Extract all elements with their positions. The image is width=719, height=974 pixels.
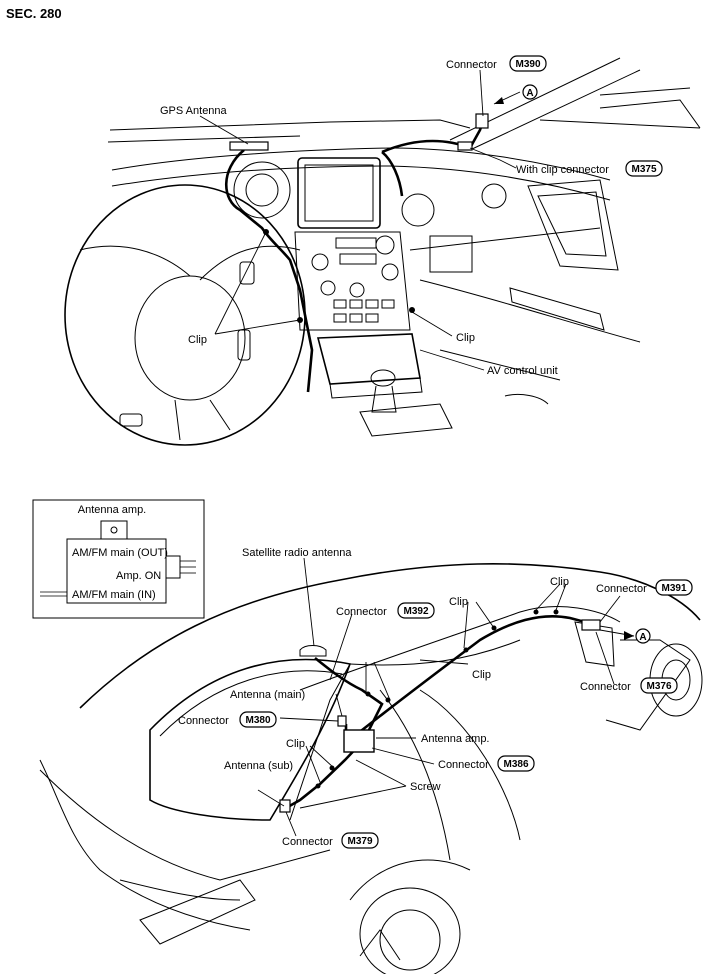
badge-m376 <box>640 677 678 694</box>
badge-m379 <box>341 832 379 849</box>
connector-m391-shape <box>581 619 601 631</box>
badge-m390 <box>509 55 547 72</box>
antenna-amp-inset: Antenna amp. AM/FM main (OUT) Amp. ON AM… <box>32 499 205 619</box>
label-connector-m376: Connector <box>580 681 631 693</box>
section-label: SEC. 280 <box>6 6 62 21</box>
vehicle-body-drawing <box>39 563 703 974</box>
inset-am-fm-in: AM/FM main (IN) <box>72 589 156 601</box>
code-m375: M375 <box>631 164 656 175</box>
antenna-amp-shape <box>343 729 375 753</box>
label-clip-left: Clip <box>188 334 207 346</box>
connector-m375-shape <box>457 141 473 151</box>
view-marker-bottom <box>635 628 651 644</box>
view-marker-bottom-letter: A <box>639 632 646 643</box>
satellite-antenna-shape <box>299 645 327 657</box>
label-clip-rail: Clip <box>449 596 468 608</box>
inset-am-fm-out: AM/FM main (OUT) <box>72 547 168 559</box>
label-connector-m380: Connector <box>178 715 229 727</box>
connector-m390-shape <box>475 113 489 129</box>
top-harness <box>224 113 489 393</box>
inset-frame <box>32 499 205 619</box>
badge-m375 <box>625 160 663 177</box>
label-gps-antenna: GPS Antenna <box>160 105 228 117</box>
label-connector-m379: Connector <box>282 836 333 848</box>
badge-m380 <box>239 711 277 728</box>
clip-mark <box>409 307 415 313</box>
label-connector-m390: Connector <box>446 59 497 71</box>
code-m390: M390 <box>515 59 540 70</box>
badge-m392 <box>397 602 435 619</box>
instrument-panel-drawing <box>64 57 701 446</box>
label-connector-m392: Connector <box>336 606 387 618</box>
label-av-control-unit: AV control unit <box>487 365 558 377</box>
label-clip-roof: Clip <box>550 576 569 588</box>
amp-top-tab <box>100 520 128 540</box>
amp-side-connector <box>165 555 181 579</box>
connector-m379-shape <box>279 799 291 813</box>
code-m376: M376 <box>646 681 671 692</box>
label-clip-pillar: Clip <box>286 738 305 750</box>
bottom-harness <box>257 609 601 813</box>
inset-amp-on: Amp. ON <box>116 570 161 582</box>
badge-m386 <box>497 755 535 772</box>
connector-m380-shape <box>337 715 347 727</box>
view-marker-top-letter: A <box>526 88 533 99</box>
code-m392: M392 <box>403 606 428 617</box>
code-m379: M379 <box>347 836 372 847</box>
label-antenna-main: Antenna (main) <box>230 689 305 701</box>
label-screw: Screw <box>410 781 441 793</box>
gps-antenna-shape <box>229 141 269 151</box>
label-connector-m386: Connector <box>438 759 489 771</box>
label-clip-right: Clip <box>456 332 475 344</box>
label-satellite-radio-antenna: Satellite radio antenna <box>242 547 352 559</box>
label-connector-m391: Connector <box>596 583 647 595</box>
label-clip-mid: Clip <box>472 669 491 681</box>
inset-title: Antenna amp. <box>78 504 147 516</box>
code-m386: M386 <box>503 759 528 770</box>
code-m391: M391 <box>661 583 686 594</box>
top-labels: Connector M390 A GPS Antenna With clip c… <box>160 55 663 377</box>
label-antenna-amp: Antenna amp. <box>421 733 490 745</box>
code-m380: M380 <box>245 715 270 726</box>
view-marker-top <box>522 84 538 100</box>
bottom-labels: Satellite radio antenna Connector M392 C… <box>178 547 693 849</box>
top-leaders <box>199 69 521 371</box>
label-antenna-sub: Antenna (sub) <box>224 760 293 772</box>
label-with-clip-connector: With clip connector <box>516 164 609 176</box>
bottom-leaders <box>279 557 635 837</box>
amp-screw-hole <box>110 526 118 534</box>
badge-m391 <box>655 579 693 596</box>
